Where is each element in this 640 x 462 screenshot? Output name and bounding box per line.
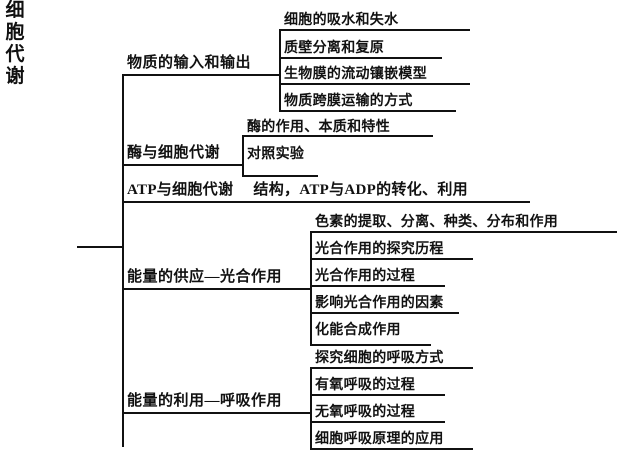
leaf-rule-photosynthesis-process <box>310 285 445 287</box>
branch-rule-material-transport <box>122 74 281 76</box>
leaf-rule-anaerobic-respiration <box>310 421 445 423</box>
root-char-3: 代 <box>5 44 25 65</box>
branch-label-atp-metabolism: ATP与细胞代谢 结构，ATP与ADP的转化、利用 <box>127 183 468 198</box>
subspine-material-transport <box>279 29 281 110</box>
branch-label-enzyme-metabolism: 酶与细胞代谢 <box>127 145 221 161</box>
leaf-label-respiration-applications: 细胞呼吸原理的应用 <box>315 432 444 447</box>
root-char-2: 胞 <box>5 22 25 43</box>
branch-rule-enzyme-metabolism <box>122 164 244 166</box>
branch-rule-atp-metabolism <box>122 201 530 203</box>
atp-inline-text: 结构，ATP与ADP的转化、利用 <box>253 182 468 198</box>
branch-label-material-transport: 物质的输入和输出 <box>127 55 252 71</box>
branch-rule-respiration <box>122 412 312 414</box>
leaf-rule-respiration-applications <box>310 448 473 450</box>
leaf-rule-osmosis <box>279 29 470 31</box>
branch-label-respiration: 能量的利用—呼吸作用 <box>127 393 283 409</box>
root-node: 细 胞 代 谢 <box>0 0 30 88</box>
leaf-label-aerobic-respiration: 有氧呼吸的过程 <box>315 378 416 393</box>
leaf-rule-photosynthesis-history <box>310 258 473 260</box>
leaf-label-osmosis: 细胞的吸水和失水 <box>284 13 399 28</box>
leaf-label-photosynthesis-factors: 影响光合作用的因素 <box>315 296 444 311</box>
subspine-photosynthesis <box>310 231 312 344</box>
leaf-rule-control-experiment <box>242 175 318 177</box>
branch-label-photosynthesis: 能量的供应—光合作用 <box>127 269 283 285</box>
branch-rule-photosynthesis <box>122 288 312 290</box>
leaf-label-pigment-extraction: 色素的提取、分离、种类、分布和作用 <box>315 215 559 230</box>
leaf-rule-fluid-mosaic-model <box>279 83 470 85</box>
leaf-rule-photosynthesis-factors <box>310 312 459 314</box>
leaf-rule-pigment-extraction <box>310 231 617 233</box>
atp-label-text: ATP与细胞代谢 <box>127 182 234 198</box>
main-spine-line <box>122 74 124 447</box>
leaf-label-fluid-mosaic-model: 生物膜的流动镶嵌模型 <box>284 67 427 82</box>
leaf-rule-aerobic-respiration <box>310 394 445 396</box>
leaf-rule-membrane-transport-modes <box>279 110 456 112</box>
leaf-label-photosynthesis-process: 光合作用的过程 <box>315 269 416 284</box>
leaf-label-membrane-transport-modes: 物质跨膜运输的方式 <box>284 94 413 109</box>
leaf-label-photosynthesis-history: 光合作用的探究历程 <box>315 242 444 257</box>
leaf-rule-enzyme-properties <box>242 135 433 137</box>
root-char-1: 细 <box>5 0 25 21</box>
root-char-4: 谢 <box>5 66 25 87</box>
leaf-label-anaerobic-respiration: 无氧呼吸的过程 <box>315 405 416 420</box>
leaf-label-chemosynthesis: 化能合成作用 <box>315 323 401 338</box>
leaf-rule-plasmolysis <box>279 57 442 59</box>
leaf-label-control-experiment: 对照实验 <box>247 147 305 162</box>
leaf-rule-respiration-inquiry <box>310 367 473 369</box>
subspine-enzyme-metabolism <box>242 135 244 175</box>
root-connector-line <box>77 246 123 248</box>
leaf-label-respiration-inquiry: 探究细胞的呼吸方式 <box>315 351 444 366</box>
leaf-rule-chemosynthesis <box>310 344 431 346</box>
leaf-label-plasmolysis: 质壁分离和复原 <box>284 41 385 56</box>
subspine-respiration <box>310 367 312 448</box>
leaf-label-enzyme-properties: 酶的作用、本质和特性 <box>247 120 390 135</box>
